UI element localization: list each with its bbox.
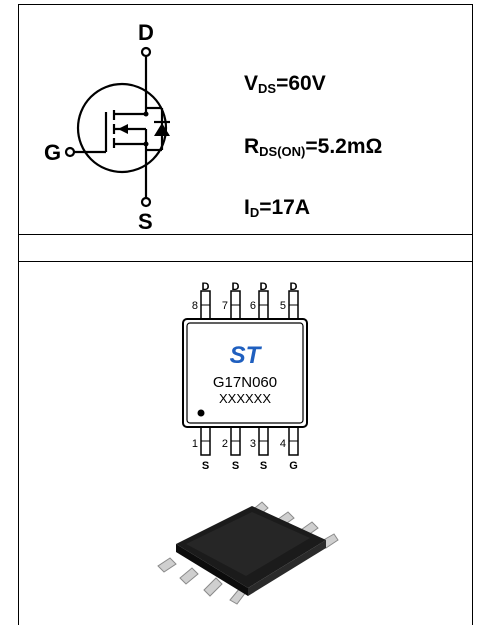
- package-3d-image: [157, 501, 339, 605]
- pin-3-signal: S: [260, 460, 267, 472]
- spec-id: ID=17A: [244, 196, 310, 220]
- pin-7: D7: [222, 281, 241, 320]
- spec-vds-subscript: DS: [258, 81, 277, 96]
- pin-2-signal: S: [232, 460, 239, 472]
- pin-5-signal: D: [290, 281, 298, 293]
- pin-1-signal: S: [202, 460, 209, 472]
- chip-date-code: XXXXXX: [219, 391, 271, 406]
- st-logo: ST: [230, 342, 263, 369]
- spec-rds-on: RDS(ON)=5.2mΩ: [244, 135, 382, 159]
- pin-5: D5: [280, 281, 299, 320]
- spec-rds-value: =5.2mΩ: [305, 135, 383, 158]
- pin-6-number: 6: [250, 300, 256, 312]
- spec-id-symbol: I: [244, 196, 250, 219]
- spec-vds-value: =60V: [276, 72, 326, 95]
- pin-1-number: 1: [192, 438, 198, 450]
- spec-rds-subscript: DS(ON): [259, 144, 306, 159]
- pin-2-number: 2: [222, 438, 228, 450]
- pin-4-number: 4: [280, 438, 286, 450]
- symbol-spec-panel: [18, 4, 473, 235]
- mosfet-body-circle: [76, 82, 168, 174]
- pin-8: D8: [192, 281, 211, 320]
- pin-7-number: 7: [222, 300, 228, 312]
- chip-part-number: G17N060: [213, 374, 277, 391]
- pin-1: S1: [192, 426, 211, 472]
- drain-label: D: [138, 20, 154, 45]
- package-panel: [18, 261, 473, 625]
- pin-2: S2: [222, 426, 241, 472]
- gate-label: G: [44, 140, 61, 165]
- spec-id-subscript: D: [249, 205, 260, 220]
- divider-row: [18, 234, 473, 262]
- pin-8-number: 8: [192, 300, 198, 312]
- chip-body: [182, 318, 308, 428]
- pin-3: S3: [250, 426, 269, 472]
- spec-rds-symbol: R: [244, 135, 260, 158]
- mosfet-symbol-icon: D G S: [44, 20, 170, 234]
- pin-8-signal: D: [202, 281, 210, 293]
- pin-6-signal: D: [260, 281, 268, 293]
- pin-3-number: 3: [250, 438, 256, 450]
- pin1-marker: [197, 409, 205, 417]
- spec-id-value: =17A: [259, 196, 311, 219]
- pin-6: D6: [250, 281, 269, 320]
- source-label: S: [138, 209, 153, 234]
- pin-5-number: 5: [280, 300, 286, 312]
- spec-vds-symbol: V: [244, 72, 259, 95]
- pin-4-signal: G: [289, 460, 298, 472]
- pin-7-signal: D: [232, 281, 240, 293]
- pin-4: G4: [280, 426, 299, 472]
- spec-vds: VDS=60V: [244, 72, 326, 96]
